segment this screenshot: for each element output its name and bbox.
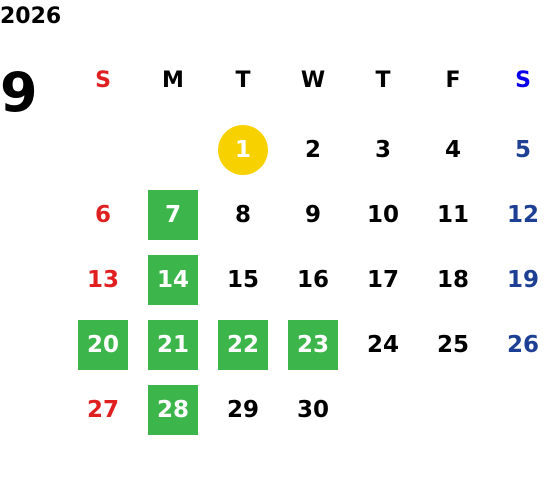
calendar-day[interactable]: 13 xyxy=(86,267,119,293)
calendar-day[interactable]: 30 xyxy=(296,397,329,423)
year-label: 2026 xyxy=(0,4,62,29)
calendar-day[interactable]: 16 xyxy=(296,267,329,293)
calendar-day[interactable]: 2 xyxy=(304,137,321,163)
weekday-header: T xyxy=(375,67,391,93)
calendar-day[interactable]: 21 xyxy=(148,320,198,370)
calendar-day[interactable]: 1 xyxy=(218,125,268,175)
calendar-day[interactable]: 4 xyxy=(444,137,461,163)
weekday-header: M xyxy=(162,67,184,93)
weekday-header: S xyxy=(95,67,111,93)
calendar-day[interactable]: 29 xyxy=(226,397,259,423)
weekday-header: F xyxy=(445,67,461,93)
calendar-day[interactable]: 15 xyxy=(226,267,259,293)
calendar-day[interactable]: 5 xyxy=(514,137,531,163)
calendar-day[interactable]: 10 xyxy=(366,202,399,228)
calendar-day[interactable]: 25 xyxy=(436,332,469,358)
calendar-day[interactable]: 19 xyxy=(506,267,539,293)
calendar-day[interactable]: 28 xyxy=(148,385,198,435)
calendar-day[interactable]: 17 xyxy=(366,267,399,293)
calendar-day[interactable]: 18 xyxy=(436,267,469,293)
calendar-day[interactable]: 11 xyxy=(436,202,469,228)
weekday-header: T xyxy=(235,67,251,93)
calendar-day[interactable]: 22 xyxy=(218,320,268,370)
weekday-header: W xyxy=(300,67,326,93)
calendar-day[interactable]: 26 xyxy=(506,332,539,358)
calendar-day[interactable]: 7 xyxy=(148,190,198,240)
calendar-day[interactable]: 9 xyxy=(304,202,321,228)
calendar-day[interactable]: 3 xyxy=(374,137,391,163)
calendar-day[interactable]: 20 xyxy=(78,320,128,370)
month-label: 9 xyxy=(0,61,38,124)
calendar-day[interactable]: 6 xyxy=(94,202,111,228)
weekday-header: S xyxy=(515,67,531,93)
calendar-day[interactable]: 8 xyxy=(234,202,251,228)
calendar-day[interactable]: 27 xyxy=(86,397,119,423)
calendar-day[interactable]: 12 xyxy=(506,202,539,228)
calendar-day[interactable]: 24 xyxy=(366,332,399,358)
calendar-day[interactable]: 23 xyxy=(288,320,338,370)
calendar-day[interactable]: 14 xyxy=(148,255,198,305)
